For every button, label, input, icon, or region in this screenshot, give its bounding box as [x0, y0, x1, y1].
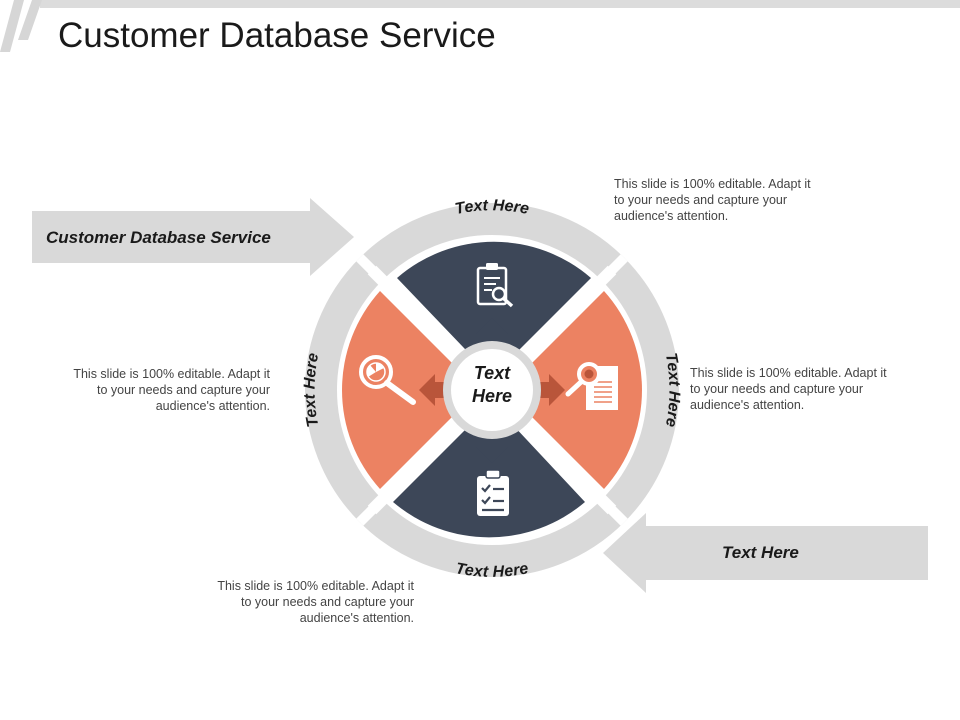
description-top-right: This slide is 100% editable. Adapt it to…	[614, 176, 842, 224]
arrow-right	[538, 374, 565, 406]
checklist-icon	[477, 469, 509, 516]
arrow-up	[476, 318, 508, 345]
segment-right	[511, 291, 642, 489]
segment-left	[342, 291, 473, 489]
ring-label-bottom: Text Here	[454, 560, 530, 581]
description-line: to your needs and capture your	[96, 383, 270, 397]
description-line: audience's attention.	[690, 398, 805, 412]
description-right: This slide is 100% editable. Adapt it to…	[690, 365, 918, 413]
description-line: to your needs and capture your	[690, 382, 864, 396]
description-line: to your needs and capture your	[614, 193, 788, 207]
description-line: This slide is 100% editable. Adapt it	[217, 579, 414, 593]
segment-top	[397, 241, 591, 371]
description-bottom: This slide is 100% editable. Adapt it to…	[186, 578, 414, 626]
center-label-line1: Text	[473, 363, 511, 383]
description-line: audience's attention.	[614, 209, 729, 223]
arrow-down	[476, 436, 508, 463]
left-arrow	[32, 198, 354, 276]
clipboard-search-icon	[476, 263, 514, 308]
svg-text:Text Here: Text Here	[454, 560, 530, 581]
chart-magnifier-icon	[359, 355, 416, 405]
arrow-left	[419, 374, 446, 406]
description-line: to your needs and capture your	[240, 595, 414, 609]
right-arrow-label: Text Here	[722, 543, 799, 562]
description-line: audience's attention.	[299, 611, 414, 625]
description-line: This slide is 100% editable. Adapt it	[690, 366, 887, 380]
description-line: This slide is 100% editable. Adapt it	[614, 177, 811, 191]
header-stripes	[0, 0, 42, 52]
right-arrow	[603, 513, 928, 593]
center-label-line2: Here	[471, 386, 513, 406]
document-magnifier-icon	[565, 362, 618, 410]
page-title: Customer Database Service	[58, 16, 496, 55]
top-bar	[40, 0, 960, 8]
center-label: Text Here	[450, 362, 534, 408]
description-line: This slide is 100% editable. Adapt it	[73, 367, 270, 381]
description-line: audience's attention.	[155, 399, 270, 413]
description-left: This slide is 100% editable. Adapt it to…	[42, 366, 270, 414]
left-arrow-label: Customer Database Service	[46, 228, 271, 247]
center-circle	[451, 349, 533, 431]
